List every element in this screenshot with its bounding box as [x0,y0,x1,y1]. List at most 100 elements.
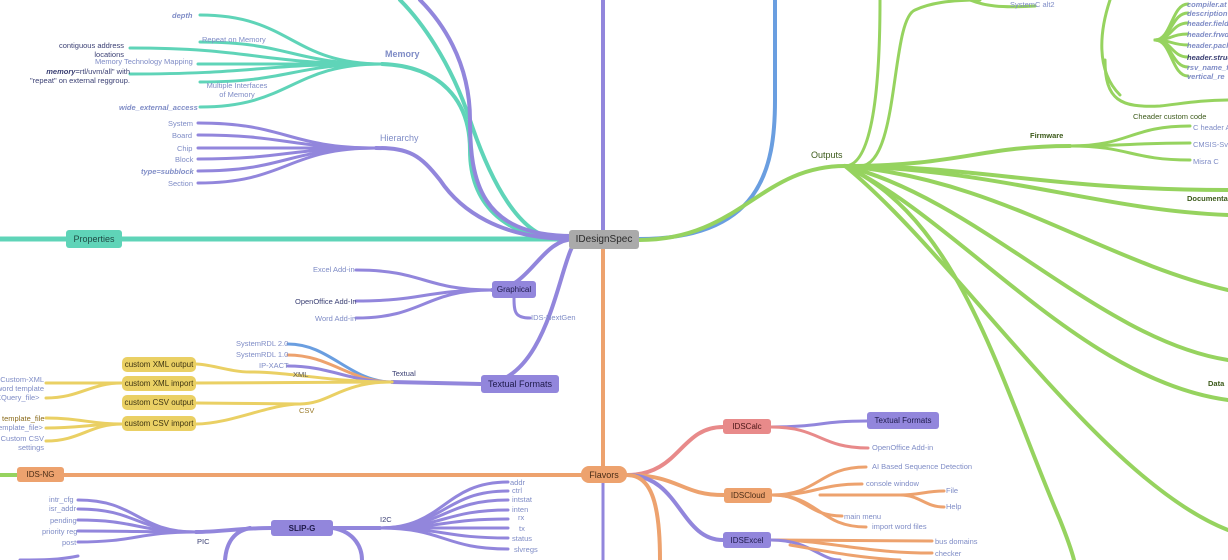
header-item-vertical: vertical_re [1187,72,1225,81]
custom-csv-output-node[interactable]: custom CSV output [122,395,196,410]
edge-memory-6 [198,62,384,109]
edge-root-hierarchy [374,146,574,241]
edge-textual-main [390,380,483,386]
edge-slipg-down-left [223,526,252,560]
c-header-label: C header A [1193,123,1228,132]
slip-g-node[interactable]: SLIP-G [271,520,333,536]
edge-slipg-pic [194,526,273,534]
edge-hierarchy-5 [196,146,378,185]
cmsis-label: CMSIS-Sv [1193,140,1228,149]
header-item-header-pack: header.pack [1187,41,1228,50]
i2c-item-intstat: intstat [512,495,533,504]
documentation-label[interactable]: Documenta [1187,194,1228,203]
header-item-rsv-name: rsv_name_f [1187,63,1228,72]
edge-root-blue [637,0,777,241]
idsexcel-bus-domains-label: bus domains [935,537,978,546]
custom-csv-settings-label: Custom CSV settings [0,434,44,452]
idscloud-console-label: console window [866,479,919,488]
data-label[interactable]: Data [1208,379,1225,388]
memory-technology-mapping-label: Memory Technology Mapping [95,57,193,66]
edge-textual-xml [194,362,394,384]
memory-keyword: memory [46,67,76,76]
repeat-on-memory-label: Repeat on Memory [202,35,266,44]
idscalc-openoffice-addin-label: OpenOffice Add-in [872,443,934,452]
hierarchy-node-label[interactable]: Hierarchy [380,133,419,143]
edge-outputs-r4 [843,164,1228,532]
pic-item-post: post [62,538,77,547]
textual-formats-node[interactable]: Textual Formats [481,375,559,393]
systemc-alt2-label: SystemC alt2 [1010,0,1055,9]
openoffice-addin-label: OpenOffice Add-In [295,297,357,306]
ids-nextgen-label: IDS-NextGen [531,313,576,322]
root-node-idesignspec[interactable]: IDesignSpec [569,230,639,249]
template-file-tag-label: template_file> [0,423,43,432]
edge-outputs-data [843,164,1228,402]
i2c-item-tx: tx [519,524,525,533]
hierarchy-item-type-subblock: type=subblock [141,167,194,176]
hierarchy-item-section: Section [168,179,194,188]
header-item-header-frwd: header.frwd [1187,30,1228,39]
misra-c-label: Misra C [1193,157,1219,166]
idscloud-main-menu-label: main menu [844,512,882,521]
edge-outputs-up [843,0,882,168]
i2c-item-inten: inten [512,505,529,514]
pic-item-isr-addr: isr_addr [49,504,77,513]
edge-textual-csv [194,380,394,406]
multiple-interfaces-label: Multiple Interfaces of Memory [206,81,268,99]
edge-textual-csv2 [194,402,302,426]
edge-root-teal-top [398,0,562,241]
edge-slipg-down-right [331,526,364,560]
edge-systemc [968,0,1037,9]
idscloud-node[interactable]: IDSCloud [724,488,772,503]
edge-outputs-r3 [843,164,1076,560]
i2c-item-rx: rx [518,513,525,522]
memory-node-label[interactable]: Memory [385,49,420,59]
edge-header-7 [1153,38,1190,78]
idscalc-node[interactable]: IDSCalc [723,419,771,434]
graphical-node[interactable]: Graphical [492,281,536,298]
textual-label: Textual [392,369,416,378]
edge-idscalc-textual [769,419,869,429]
systemrdl-20-label: SystemRDL 2.0 [236,339,289,348]
word-addin-label: Word Add-in [315,314,357,323]
edge-idscloud-3 [770,493,844,518]
systemrdl-10-label: SystemRDL 1.0 [236,350,289,359]
properties-node[interactable]: Properties [66,230,122,248]
ip-xact-label: IP-XACT [259,361,289,370]
flavors-node[interactable]: Flavors [581,466,627,483]
xquery-file-label: XQuery_file> [0,393,40,402]
edge-outputs-up2 [858,0,982,168]
ids-ng-node[interactable]: IDS-NG [17,467,64,482]
pic-label: PIC [197,537,210,546]
edge-root-outputs [637,164,847,242]
wide-external-access-label: wide_external_access [119,103,198,112]
edge-graphical-2 [354,288,494,320]
custom-csv-import-node[interactable]: custom CSV import [122,416,196,431]
hierarchy-item-block: Block [175,155,194,164]
outputs-node-label[interactable]: Outputs [811,150,843,160]
cheader-custom-code-label: Cheader custom code [1133,112,1207,121]
idsexcel-node[interactable]: IDSExcel [723,532,771,548]
edge-graphical-0 [354,268,494,292]
hierarchy-item-board: Board [172,131,193,140]
i2c-item-slvregs: slvregs [514,545,538,554]
custom-xml-import-node[interactable]: custom XML import [122,376,196,391]
xml-label: XML [293,370,309,379]
custom-xml-output-node[interactable]: custom XML output [122,357,196,372]
edge-i2c-0 [378,480,510,530]
firmware-label[interactable]: Firmware [1030,131,1064,140]
idsexcel-checker-label: checker [935,549,962,558]
header-item-header-struct: header.struct [1187,53,1228,62]
i2c-item-status: status [512,534,533,543]
idscalc-textual-formats-node[interactable]: Textual Formats [867,412,939,429]
memory-rtl-uvm-label: memory=rtl/uvm/all" with "repeat" on ext… [22,67,130,85]
edge-idscloud-1 [770,482,864,497]
edge-textual-xml2 [194,380,394,385]
edge-i2c-7 [378,526,510,551]
edge-flavors-orange-down [625,473,662,560]
pic-item-pending: pending [50,516,77,525]
edge-firmware-2 [1068,144,1192,162]
excel-addin-label: Excel Add-in [313,265,355,274]
depth-label: depth [172,11,193,20]
